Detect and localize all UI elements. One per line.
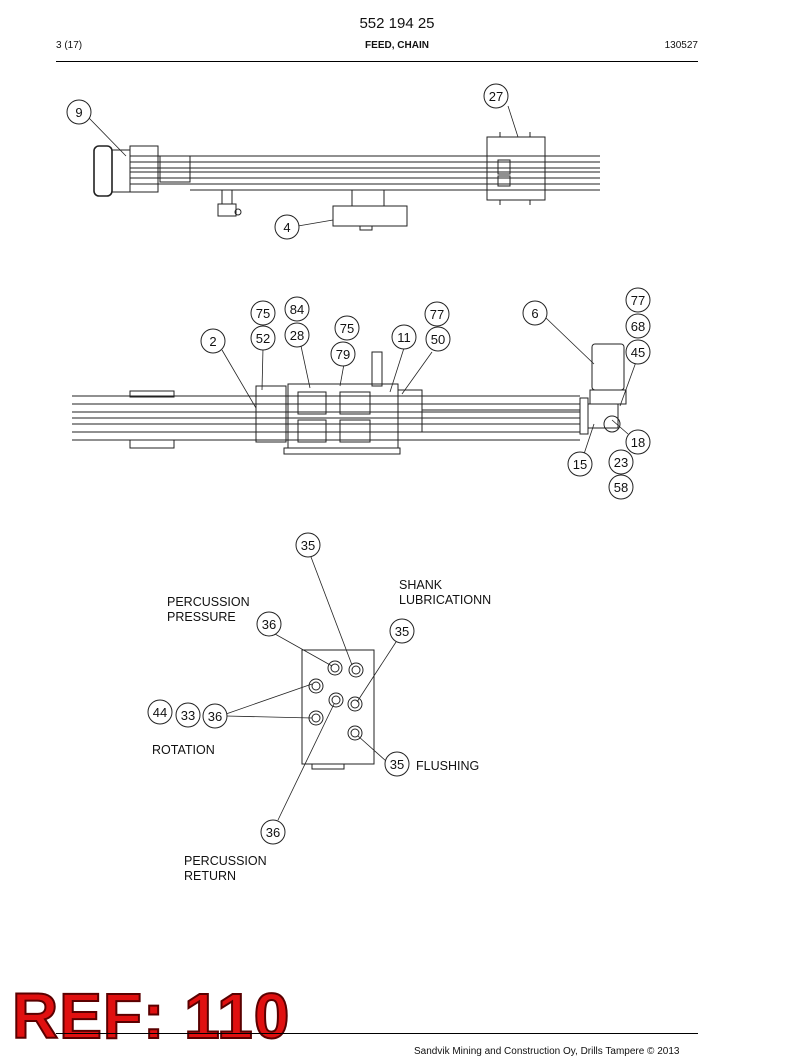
- callout-number: 50: [431, 332, 445, 347]
- page-index: 3 (17): [56, 40, 83, 51]
- callout-circle: [608, 474, 634, 500]
- label-percussion-pressure: PERCUSSION PRESSURE: [167, 595, 250, 624]
- callout-circle: [567, 451, 593, 477]
- callout-number: 52: [256, 331, 270, 346]
- leader-lines: [88, 105, 637, 821]
- callout-number: 23: [614, 455, 628, 470]
- callout-number: 35: [390, 757, 404, 772]
- callout-number: 11: [397, 330, 411, 345]
- footer-rule: [56, 1033, 698, 1034]
- label-shank-lubrication: SHANK LUBRICATIONN: [399, 578, 492, 607]
- callout-circle: [284, 296, 310, 322]
- callout-circle: [625, 339, 651, 365]
- footer-copyright: Sandvik Mining and Construction Oy, Dril…: [414, 1046, 680, 1057]
- document-number: 552 194 25: [359, 15, 435, 32]
- callout-number: 9: [75, 105, 82, 120]
- callout-circle: [625, 287, 651, 313]
- callout-circle: [389, 618, 415, 644]
- callout-number: 79: [336, 347, 350, 362]
- valve-block-drawing: [301, 649, 375, 770]
- callout-circle: [384, 751, 410, 777]
- callout-circle: [66, 99, 92, 125]
- callout-circle: [274, 214, 300, 240]
- callout-circle: [250, 325, 276, 351]
- callout-circle: [334, 315, 360, 341]
- callout-circle: [425, 326, 451, 352]
- label-percussion-return: PERCUSSION RETURN: [184, 854, 267, 883]
- callout-number: 28: [290, 328, 304, 343]
- callout-number: 45: [631, 345, 645, 360]
- callout-number: 75: [256, 306, 270, 321]
- callout-number: 58: [614, 480, 628, 495]
- side-view-drawing: [72, 343, 627, 455]
- callout-circle: [608, 449, 634, 475]
- callout-number: 36: [208, 709, 222, 724]
- callout-circle: [483, 83, 509, 109]
- callout-number: 75: [340, 321, 354, 336]
- callout-number: 84: [290, 302, 304, 317]
- label-rotation: ROTATION: [152, 743, 215, 757]
- header-rule: [56, 61, 698, 62]
- callout-number: 18: [631, 435, 645, 450]
- callout-circle: [260, 819, 286, 845]
- callout-number: 36: [262, 617, 276, 632]
- callout-circle: [625, 313, 651, 339]
- callout-circle: [200, 328, 226, 354]
- callout-number: 27: [489, 89, 503, 104]
- callout-circle: [330, 341, 356, 367]
- callout-circle: [284, 322, 310, 348]
- top-view-drawing: [93, 132, 600, 231]
- callout-number: 68: [631, 319, 645, 334]
- section-title: FEED, CHAIN: [365, 40, 429, 51]
- callout-number: 4: [283, 220, 290, 235]
- callout-circle: [424, 301, 450, 327]
- callout-number: 77: [430, 307, 444, 322]
- callout-circle: [295, 532, 321, 558]
- callout-circle: [256, 611, 282, 637]
- callout-circle: [147, 699, 173, 725]
- callout-number: 35: [301, 538, 315, 553]
- callout-circle: [522, 300, 548, 326]
- callout-circle: [250, 300, 276, 326]
- callout-number: 6: [531, 306, 538, 321]
- callout-number: 2: [209, 334, 216, 349]
- label-flushing: FLUSHING: [416, 759, 480, 773]
- document-date-code: 130527: [664, 40, 698, 51]
- callout-circle: [175, 702, 201, 728]
- callout-number: 44: [153, 705, 167, 720]
- callout-number: 33: [181, 708, 195, 723]
- callout-number: 77: [631, 293, 645, 308]
- callout-circle: [202, 703, 228, 729]
- ref-stamp: REF: 110: [11, 980, 291, 1052]
- callout-number: 15: [573, 457, 587, 472]
- callout-circle: [391, 324, 417, 350]
- callout-number: 35: [395, 624, 409, 639]
- callout-circle: [625, 429, 651, 455]
- callout-number: 36: [266, 825, 280, 840]
